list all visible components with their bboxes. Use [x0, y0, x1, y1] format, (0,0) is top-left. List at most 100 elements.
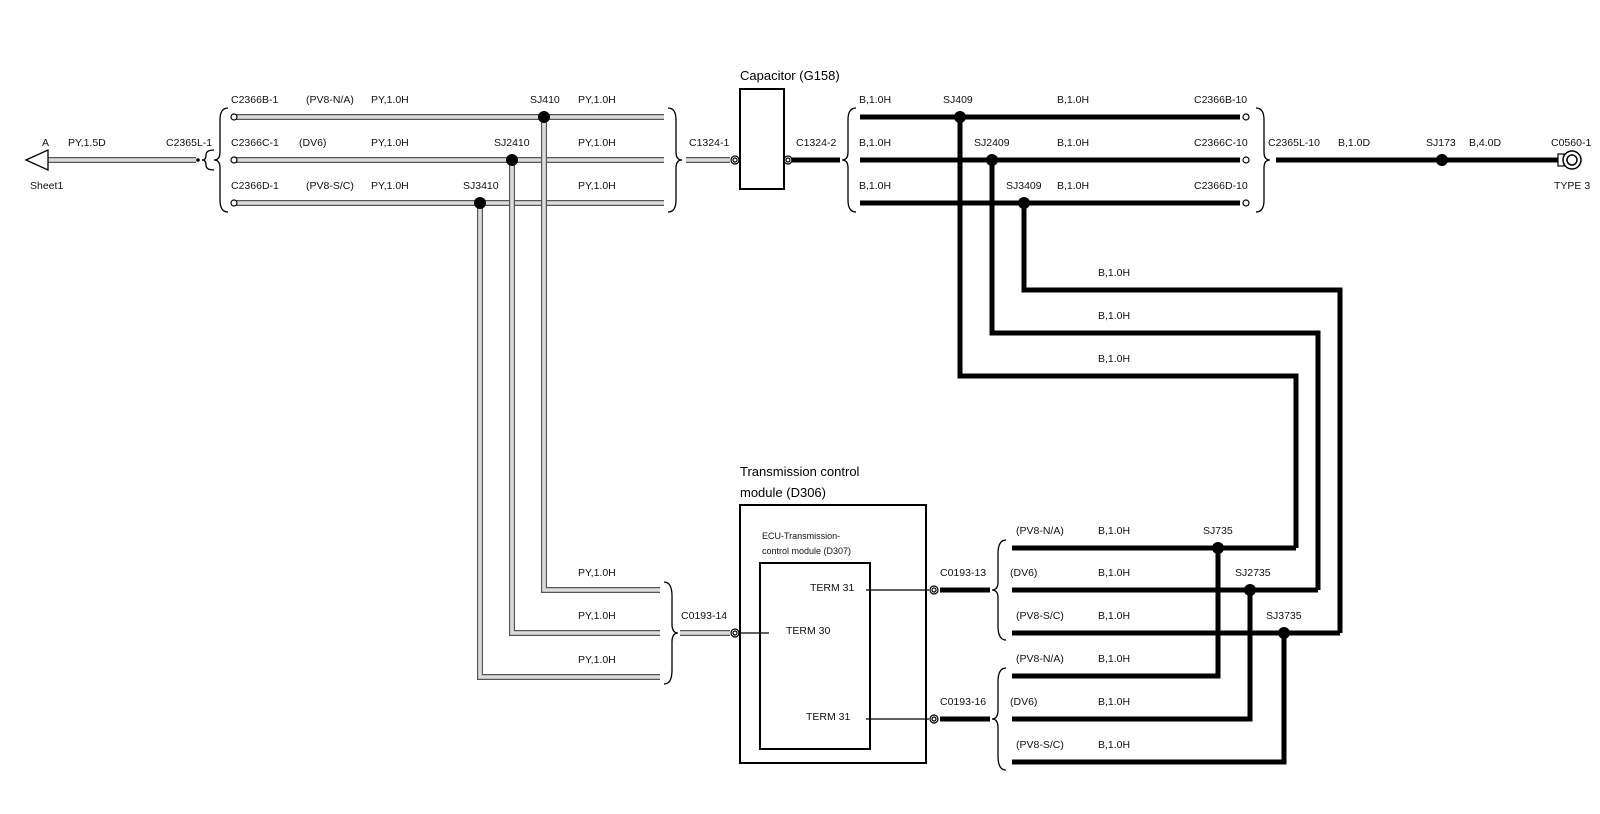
brace-c2365l-1 [201, 149, 215, 171]
c2365l-10-label: C2365L-10 [1268, 137, 1320, 149]
sj2410-label: SJ2410 [494, 137, 530, 149]
splice-dots [474, 111, 1448, 639]
brace-c0193-14 [663, 581, 679, 685]
term30-label: TERM 30 [786, 625, 831, 637]
d10-wire-b: B,1.0H [1057, 180, 1089, 192]
offpage-arrow-icon [24, 148, 49, 172]
brace-c2366-10-right [1255, 107, 1271, 213]
c2366d-1-variant: (PV8-S/C) [306, 180, 354, 192]
c2366c-1-label: C2366C-1 [231, 137, 279, 149]
wire-10d-label: B,1.0D [1338, 137, 1371, 149]
wire-sj3409-loop [1021, 203, 1343, 633]
splice-sj735 [1212, 542, 1224, 554]
sheet-label: Sheet1 [30, 180, 63, 192]
c2366d-1-label: C2366D-1 [231, 180, 279, 192]
c2366c-1-wire-a: PY,1.0H [371, 137, 409, 149]
pv8na-13-variant: (PV8-N/A) [1016, 525, 1064, 537]
term31-top-label: TERM 31 [810, 582, 855, 594]
c1324-2-label: C1324-2 [796, 137, 836, 149]
c0193-14-label: C0193-14 [681, 610, 727, 622]
pv8sc-13-variant: (PV8-S/C) [1016, 610, 1064, 622]
c2366c-10-label: C2366C-10 [1194, 137, 1248, 149]
c0560-label: C0560-1 [1551, 137, 1591, 149]
c10-wire-b: B,1.0H [1057, 137, 1089, 149]
splice-sj2409 [986, 154, 998, 166]
sj410-label: SJ410 [530, 94, 560, 106]
brace-c2366-10-left [841, 107, 857, 213]
c10-wire-a: B,1.0H [859, 137, 891, 149]
pv8na-16-wire: B,1.0H [1098, 653, 1130, 665]
sj3410-label: SJ3410 [463, 180, 499, 192]
splice-sj3735 [1278, 627, 1290, 639]
black-wires [792, 114, 1558, 765]
return-wire-3: B,1.0H [1098, 353, 1130, 365]
c2366d-1-wire-a: PY,1.0H [371, 180, 409, 192]
c2366d-10-label: C2366D-10 [1194, 180, 1248, 192]
lower-left-wire-1: PY,1.0H [578, 567, 616, 579]
dv6-13-variant: (DV6) [1010, 567, 1037, 579]
capacitor-title: Capacitor (G158) [740, 68, 840, 83]
wire-row-pv8na-16 [1012, 548, 1221, 679]
splice-sj2735 [1244, 584, 1256, 596]
c2366b-1-wire-a: PY,1.0H [371, 94, 409, 106]
labels: A PY,1.5D Sheet1 C2365L-1 C2366B-1 (PV8-… [30, 68, 1591, 751]
connector-braces [201, 107, 1271, 771]
c2366c-1-wire-b: PY,1.0H [578, 137, 616, 149]
d10-wire-a: B,1.0H [859, 180, 891, 192]
pv8na-16-variant: (PV8-N/A) [1016, 653, 1064, 665]
splice-sj3410 [474, 197, 486, 209]
sj409-label: SJ409 [943, 94, 973, 106]
wire-sj2409-loop [989, 160, 1321, 590]
pv8sc-13-wire: B,1.0H [1098, 610, 1130, 622]
connector-a-wire: PY,1.5D [68, 137, 106, 149]
splice-sj3409 [1018, 197, 1030, 209]
sj2409-label: SJ2409 [974, 137, 1010, 149]
pv8sc-16-variant: (PV8-S/C) [1016, 739, 1064, 751]
c0193-13-label: C0193-13 [940, 567, 986, 579]
c0193-16-label: C0193-16 [940, 696, 986, 708]
lower-left-wire-3: PY,1.0H [578, 654, 616, 666]
connector-a-letter: A [42, 137, 49, 149]
sj735-label: SJ735 [1203, 525, 1233, 537]
brace-c0193-16 [991, 667, 1007, 771]
lower-left-wire-2: PY,1.0H [578, 610, 616, 622]
ecu-box [759, 562, 871, 750]
return-wire-2: B,1.0H [1098, 310, 1130, 322]
tcm-title-line1: Transmission control [740, 464, 860, 479]
c2366b-1-variant: (PV8-N/A) [306, 94, 354, 106]
c2366d-1-wire-b: PY,1.0H [578, 180, 616, 192]
c0560-type: TYPE 3 [1554, 180, 1590, 192]
ecu-title-line1: ECU-Transmission- [762, 531, 840, 541]
grey-wires [44, 114, 730, 680]
dv6-16-wire: B,1.0H [1098, 696, 1130, 708]
term31-bottom-label: TERM 31 [806, 711, 851, 723]
b10-wire-a: B,1.0H [859, 94, 891, 106]
c1324-1-label: C1324-1 [689, 137, 729, 149]
splice-sj410 [538, 111, 550, 123]
wire-row-dv6-16 [1012, 590, 1253, 722]
return-wire-1: B,1.0H [1098, 267, 1130, 279]
brace-c0193-13 [991, 539, 1007, 641]
splice-sj173 [1436, 154, 1448, 166]
ground-terminal-icon [1557, 150, 1582, 170]
ecu-title-line2: control module (D307) [762, 546, 851, 556]
dv6-13-wire: B,1.0H [1098, 567, 1130, 579]
wire-row-pv8sc-16 [1012, 633, 1287, 765]
c2366b-10-label: C2366B-10 [1194, 94, 1247, 106]
wire-40d-label: B,4.0D [1469, 137, 1502, 149]
capacitor-box [739, 88, 785, 190]
wire-sj409-loop [957, 117, 1299, 548]
splice-sj2410 [506, 154, 518, 166]
pv8na-13-wire: B,1.0H [1098, 525, 1130, 537]
brace-c2366-right [667, 107, 683, 213]
brace-c2366-left [213, 107, 229, 213]
dv6-16-variant: (DV6) [1010, 696, 1037, 708]
sj3735-label: SJ3735 [1266, 610, 1302, 622]
c2366b-1-label: C2366B-1 [231, 94, 278, 106]
wire-drop-sj3410 [477, 203, 660, 680]
splice-sj409 [954, 111, 966, 123]
pv8sc-16-wire: B,1.0H [1098, 739, 1130, 751]
c2366c-1-variant: (DV6) [299, 137, 326, 149]
wire-drop-sj2410 [509, 160, 660, 636]
